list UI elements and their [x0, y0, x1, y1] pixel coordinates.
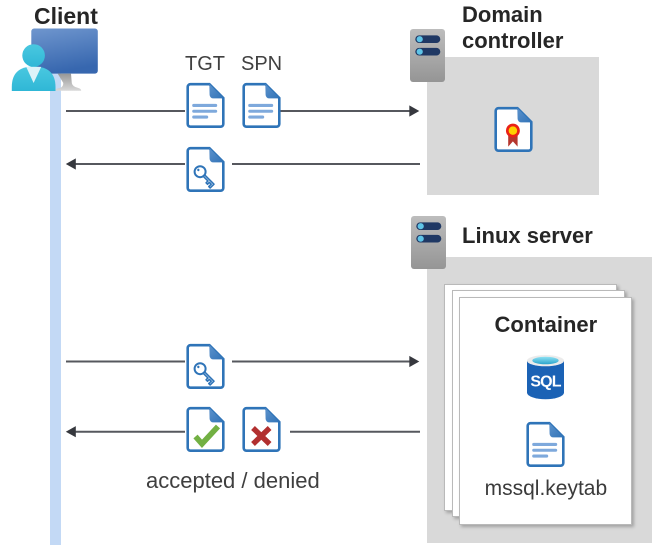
svg-text:SQL: SQL: [530, 373, 561, 390]
